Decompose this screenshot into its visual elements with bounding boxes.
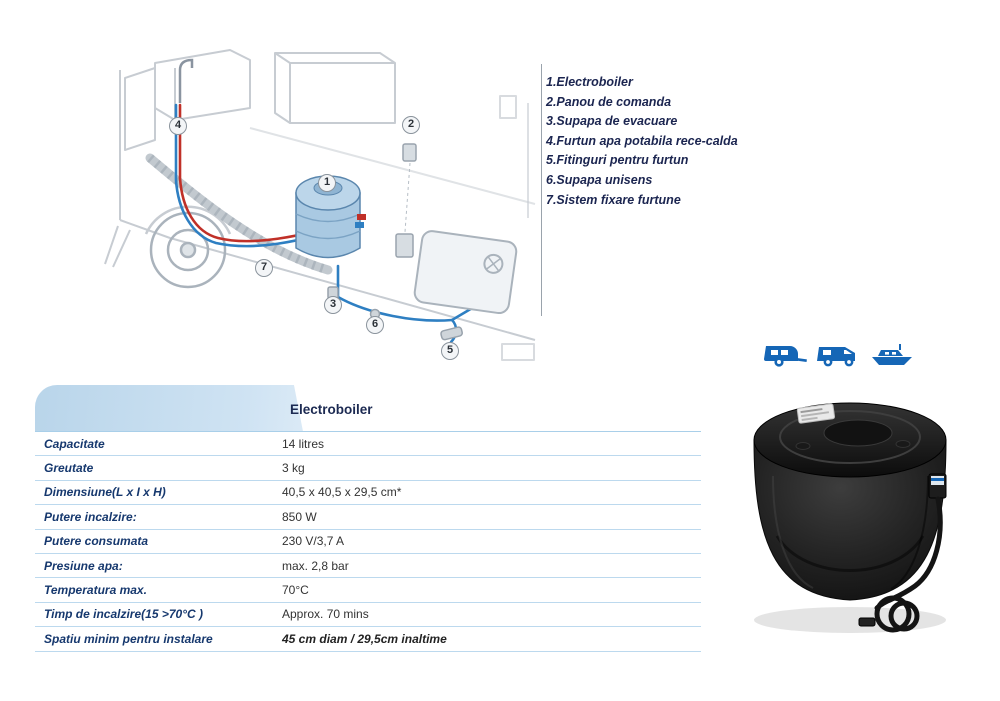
- row-label: Temperatura max.: [44, 583, 147, 598]
- row-value: 70°C: [282, 583, 309, 598]
- row-label: Putere consumata: [44, 534, 149, 549]
- row-value: 14 litres: [282, 436, 325, 451]
- row-value: Approx. 70 mins: [282, 607, 369, 622]
- legend-item-5: 5.Fitinguri pentru furtun: [546, 153, 689, 168]
- spec-table: Electroboiler Capacitate 14 litres Greut…: [35, 385, 701, 652]
- diagram-callout-1: 1: [318, 174, 336, 192]
- legend-item-3: 3.Supapa de evacuare: [546, 114, 678, 129]
- caravan-icon: [764, 341, 808, 369]
- row-label: Timp de incalzire(15 >70°C ): [44, 607, 203, 622]
- legend-item-6: 6.Supapa unisens: [546, 172, 653, 187]
- table-row: Putere consumata 230 V/3,7 A: [35, 529, 701, 554]
- product-photo-electroboiler: [743, 386, 961, 644]
- diagram-callout-3: 3: [324, 296, 342, 314]
- boat-icon: [870, 341, 914, 369]
- vehicle-type-icons: [764, 341, 914, 369]
- spec-table-rows: Capacitate 14 litres Greutate 3 kg Dimen…: [35, 431, 701, 652]
- row-value: max. 2,8 bar: [282, 558, 349, 573]
- table-row: Capacitate 14 litres: [35, 432, 701, 457]
- legend-item-4: 4.Furtun apa potabila rece-calda: [546, 133, 738, 148]
- table-row: Putere incalzire: 850 W: [35, 505, 701, 530]
- table-row: Spatiu minim pentru instalare 45 cm diam…: [35, 627, 701, 652]
- parts-legend: 1.Electroboiler 2.Panou de comanda 3.Sup…: [546, 76, 738, 213]
- table-row: Temperatura max. 70°C: [35, 578, 701, 603]
- table-row: Dimensiune(L x I x H) 40,5 x 40,5 x 29,5…: [35, 480, 701, 506]
- row-label: Spatiu minim pentru instalare: [44, 631, 213, 646]
- product-top-label: [796, 403, 836, 424]
- motorhome-icon: [817, 341, 861, 369]
- diagram-callout-2: 2: [402, 116, 420, 134]
- diagram-callout-4: 4: [169, 117, 187, 135]
- row-value: 850 W: [282, 509, 317, 524]
- spec-table-title: Electroboiler: [290, 402, 373, 417]
- water-tank: [413, 230, 518, 315]
- diagram-callout-5: 5: [441, 342, 459, 360]
- faucet: [178, 58, 194, 103]
- row-value: 3 kg: [282, 461, 305, 476]
- diagram-callout-7: 7: [255, 259, 273, 277]
- caravan-body: [104, 49, 536, 361]
- legend-item-7: 7.Sistem fixare furtune: [546, 192, 681, 207]
- legend-item-1: 1.Electroboiler: [546, 75, 633, 89]
- table-row: Greutate 3 kg: [35, 456, 701, 481]
- row-value: 45 cm diam / 29,5cm inaltime: [282, 631, 447, 646]
- corrugated-hose: [145, 153, 333, 275]
- boiler-unit: [295, 175, 366, 259]
- table-row: Presiune apa: max. 2,8 bar: [35, 553, 701, 579]
- legend-item-2: 2.Panou de comanda: [546, 94, 672, 109]
- cable-plug: [858, 617, 876, 627]
- control-panel: [395, 143, 417, 258]
- table-row: Timp de incalzire(15 >70°C ) Approx. 70 …: [35, 602, 701, 628]
- power-cable: [874, 496, 943, 633]
- spec-table-header: Electroboiler: [35, 385, 701, 431]
- row-label: Putere incalzire:: [44, 509, 137, 524]
- legend-divider: [541, 64, 542, 316]
- product-side-connector: [928, 473, 947, 499]
- row-label: Greutate: [44, 461, 94, 476]
- row-label: Presiune apa:: [44, 558, 123, 573]
- diagram-callout-6: 6: [366, 316, 384, 334]
- row-label: Capacitate: [44, 436, 105, 451]
- installation-diagram: 1 2 3 4 5 6 7: [100, 8, 540, 376]
- row-value: 230 V/3,7 A: [282, 534, 345, 549]
- row-value: 40,5 x 40,5 x 29,5 cm*: [282, 485, 402, 500]
- caravan-schematic: [104, 49, 536, 361]
- row-label: Dimensiune(L x I x H): [44, 485, 166, 500]
